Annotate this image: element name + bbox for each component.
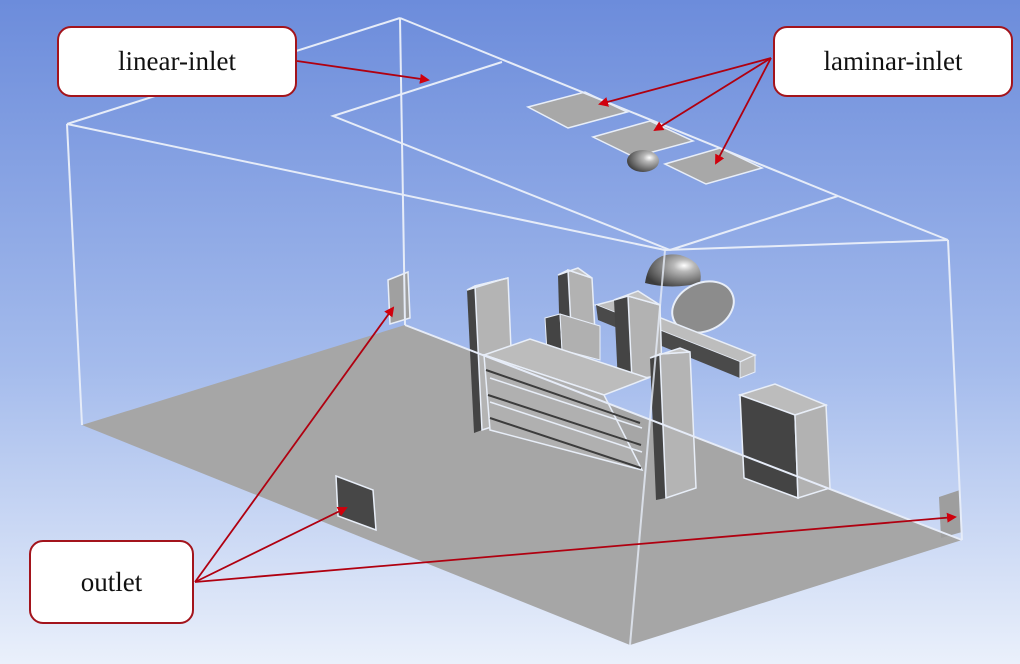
edge-back-vertical [399,17,406,326]
block-mid-light [559,313,601,361]
laminar-inlet-patch-2 [590,120,696,158]
arrow-laminar-inlet-2 [653,57,772,132]
outlet-patch-right-wall [939,490,962,538]
label-linear-inlet: linear-inlet [118,46,236,76]
desk-shelf-line-3 [489,417,642,469]
linear-inlet-outline [330,61,671,251]
callout-outlet: outlet [29,540,194,624]
desk-shelf-edge-2 [489,401,643,453]
column-center-front [614,296,632,383]
edge-floor-back-right [404,324,963,541]
ceiling-lamp-sphere [627,150,659,172]
floor [82,325,962,645]
ceiling-divider [669,195,839,251]
desk-shelf-edge-1 [489,377,643,429]
arrow-linear-inlet [296,60,430,84]
label-laminar-inlet: laminar-inlet [823,46,963,76]
room-wireframe [66,17,963,646]
arrow-outlet-floor [194,507,348,583]
arm-bar-end [739,354,756,379]
callout-linear-inlet: linear-inlet [57,26,297,97]
arrow-outlet-right-wall [194,512,957,583]
edge-right-vertical [947,239,963,541]
outlet-patch-floor-front [335,474,377,532]
block-back-1-top [557,267,593,279]
room-objects [466,254,831,500]
desk-shelf-line-2 [487,394,642,446]
cabinet-side [794,403,831,500]
edge-front-vertical [629,249,666,646]
dish-disc [671,280,735,334]
outlet-patch-back-wall [387,270,411,325]
laminar-inlet-patch-3 [662,147,765,185]
edge-top-front-right [664,239,949,251]
panel-left-edge [467,286,482,433]
annotation-arrows [194,57,957,583]
edge-top-front-left [66,123,666,251]
arrow-laminar-inlet-1 [598,57,772,107]
panel-left-top [466,277,509,291]
hanging-lamp [645,254,701,287]
column-front-edge [650,354,666,500]
callout-laminar-inlet: laminar-inlet [773,26,1013,97]
edge-left-vertical [66,123,83,426]
desk-shelf-line-1 [485,369,641,424]
edge-top-back-right [399,17,839,197]
arrow-outlet-back-wall [194,306,395,583]
edge-top-right [837,195,949,241]
label-outlet: outlet [80,566,143,597]
arrow-laminar-inlet-3 [715,57,772,165]
